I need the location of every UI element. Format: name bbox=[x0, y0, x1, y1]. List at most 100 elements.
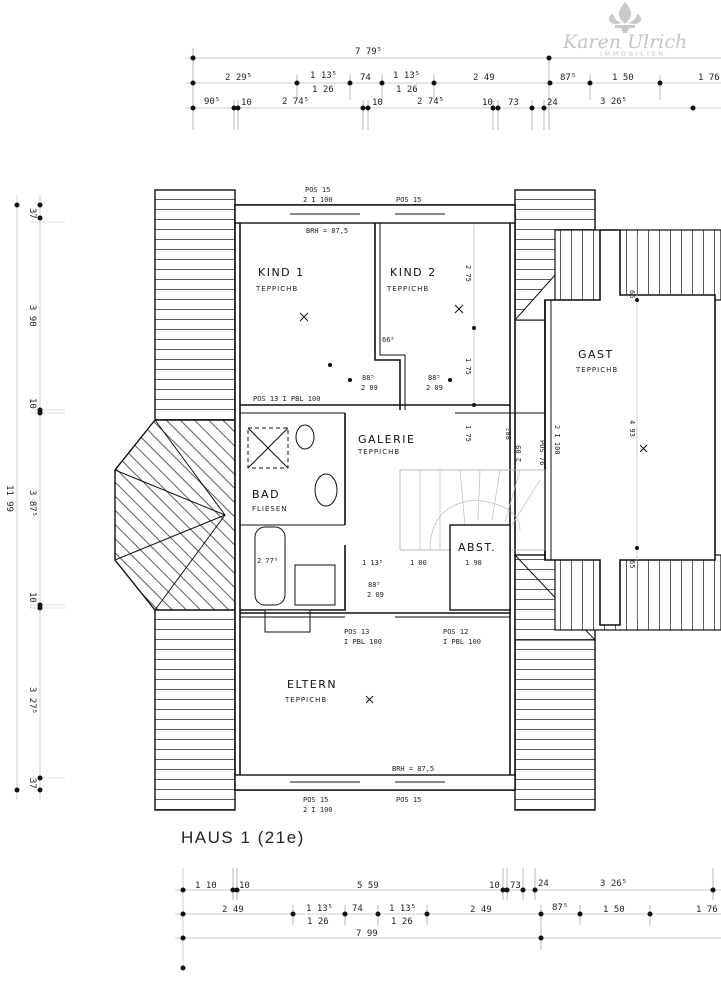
dim-label: 2 74⁵ bbox=[282, 97, 309, 107]
dim-label: 10 bbox=[27, 398, 37, 409]
dim-label: 3 26⁵ bbox=[600, 879, 627, 889]
annotation: 1 75 bbox=[464, 358, 472, 375]
dim-label: 2 29⁵ bbox=[225, 73, 252, 83]
dim-label: 87⁵ bbox=[552, 903, 568, 913]
room-abst-name: ABST. bbox=[458, 541, 496, 554]
dim-label: 37 bbox=[27, 778, 37, 789]
annotation: 1 00 bbox=[410, 559, 427, 567]
annotation: 2 I 100 bbox=[553, 425, 561, 455]
dim-label: 1 13⁵ bbox=[306, 904, 333, 914]
room-kind2-floor: TEPPICHB bbox=[386, 285, 429, 293]
dim-label: 2 49 bbox=[470, 905, 492, 915]
annotation: 65 bbox=[628, 560, 636, 568]
dim-label: 1 50 bbox=[612, 73, 634, 83]
dim-label: 10 bbox=[239, 881, 250, 891]
bottom-dimensions: 1 10 10 5 59 10 73 24 3 26⁵ 2 49 1 13⁵ 1… bbox=[175, 868, 721, 971]
annotation: I PBL 100 bbox=[443, 638, 481, 646]
annotation: 2 09 bbox=[515, 445, 523, 462]
walls bbox=[234, 204, 716, 791]
dim-label: 10 bbox=[241, 98, 252, 108]
dim-label: 74 bbox=[360, 73, 371, 83]
watermark-name: Karen Ulrich bbox=[562, 31, 687, 53]
dim-label: 5 59 bbox=[357, 881, 379, 891]
annotation: POS 76 bbox=[538, 440, 546, 465]
annotation: 88⁵ bbox=[368, 581, 381, 589]
dim-label: 24 bbox=[538, 879, 549, 889]
dim-label: 87⁵ bbox=[560, 73, 576, 83]
dim-label: 37 bbox=[27, 208, 37, 219]
annotation: I PBL 100 bbox=[344, 638, 382, 646]
annotation: POS 15 bbox=[396, 796, 421, 804]
top-dimensions: 7 79⁵ 2 29⁵ 1 13⁵ 1 26 74 1 13⁵ 1 26 2 4… bbox=[185, 47, 721, 130]
dim-label: 1 26 bbox=[391, 917, 413, 927]
annotation: 88⁵ bbox=[428, 374, 441, 382]
dim-label: 1 26 bbox=[396, 85, 418, 95]
dim-label: 10 bbox=[27, 592, 37, 603]
room-kind1-floor: TEPPICHB bbox=[255, 285, 298, 293]
plan-title: HAUS 1 (21e) bbox=[181, 828, 305, 847]
dim-label: 73 bbox=[510, 881, 521, 891]
annotation: 2 09 bbox=[361, 384, 378, 392]
left-dimensions: 37 3 90 10 3 87⁵ 10 3 27⁵ 37 11 99 bbox=[4, 195, 65, 800]
annotation: 1 98 bbox=[465, 559, 482, 567]
dim-label: 1 50 bbox=[603, 905, 625, 915]
dim-label: 1 76 bbox=[696, 905, 718, 915]
dim-label: 1 13⁵ bbox=[393, 71, 420, 81]
annotation: 88⁵ bbox=[362, 374, 375, 382]
annotation: 2 09 bbox=[367, 591, 384, 599]
room-labels: KIND 1 TEPPICHB KIND 2 TEPPICHB GAST TEP… bbox=[252, 266, 618, 704]
dim-label: 11 99 bbox=[4, 485, 14, 512]
annotation: 4 93 bbox=[628, 420, 636, 437]
annotation: POS 13 I PBL 100 bbox=[253, 395, 320, 403]
dim-label: 7 99 bbox=[356, 929, 378, 939]
annotation: 2 75 bbox=[464, 265, 472, 282]
room-kind2-name: KIND 2 bbox=[390, 266, 437, 279]
annotation: 2 77⁵ bbox=[257, 557, 278, 565]
watermark-sub: IMMOBILIEN bbox=[600, 51, 666, 58]
annotation: POS 13 bbox=[344, 628, 369, 636]
annotation: 88⁵ bbox=[505, 427, 513, 440]
dim-label: 73 bbox=[508, 98, 519, 108]
dim-label: 2 49 bbox=[473, 73, 495, 83]
annotation: BRH = 87,5 bbox=[392, 765, 434, 773]
room-bad-name: BAD bbox=[252, 488, 280, 501]
room-gast-floor: TEPPICHB bbox=[575, 366, 618, 374]
dim-label: 3 87⁵ bbox=[27, 490, 37, 517]
room-galerie-floor: TEPPICHB bbox=[357, 448, 400, 456]
dim-label: 3 26⁵ bbox=[600, 97, 627, 107]
dim-label: 3 27⁵ bbox=[27, 687, 37, 714]
annotation: POS 12 bbox=[443, 628, 468, 636]
room-eltern-floor: TEPPICHB bbox=[284, 696, 327, 704]
dim-label: 2 49 bbox=[222, 905, 244, 915]
dim-label: 3 90 bbox=[27, 305, 37, 327]
roof-areas bbox=[114, 189, 721, 811]
annotation: 1 13⁵ bbox=[362, 559, 383, 567]
dim-label: 1 26 bbox=[307, 917, 329, 927]
annotation: 2 I 100 bbox=[303, 196, 333, 204]
dim-label: 24 bbox=[547, 98, 558, 108]
dim-label: 10 bbox=[489, 881, 500, 891]
annotation: POS 15 bbox=[303, 796, 328, 804]
annotation: 1 75 bbox=[464, 425, 472, 442]
annotation: 65 bbox=[628, 290, 636, 298]
room-eltern-name: ELTERN bbox=[287, 678, 337, 691]
dim-label: 1 76 bbox=[698, 73, 720, 83]
room-gast-name: GAST bbox=[578, 348, 614, 361]
annotation: 66⁵ bbox=[382, 336, 395, 344]
annotations: POS 15 2 I 100 POS 15 BRH = 87,5 POS 13 … bbox=[253, 186, 648, 814]
dim-label: 1 10 bbox=[195, 881, 217, 891]
watermark-logo: Karen Ulrich IMMOBILIEN bbox=[562, 2, 687, 58]
room-bad-floor: FLIESEN bbox=[252, 505, 288, 513]
dim-label: 2 74⁵ bbox=[417, 97, 444, 107]
dim-label: 7 79⁵ bbox=[355, 47, 382, 57]
dim-label: 1 13⁵ bbox=[389, 904, 416, 914]
annotation: 2 09 bbox=[426, 384, 443, 392]
fleur-de-lis-icon bbox=[608, 2, 642, 33]
room-galerie-name: GALERIE bbox=[358, 433, 415, 446]
annotation: POS 15 bbox=[396, 196, 421, 204]
dim-label: 10 bbox=[372, 98, 383, 108]
dim-label: 1 26 bbox=[312, 85, 334, 95]
annotation: 2 I 100 bbox=[303, 806, 333, 814]
dim-label: 1 13⁵ bbox=[310, 71, 337, 81]
